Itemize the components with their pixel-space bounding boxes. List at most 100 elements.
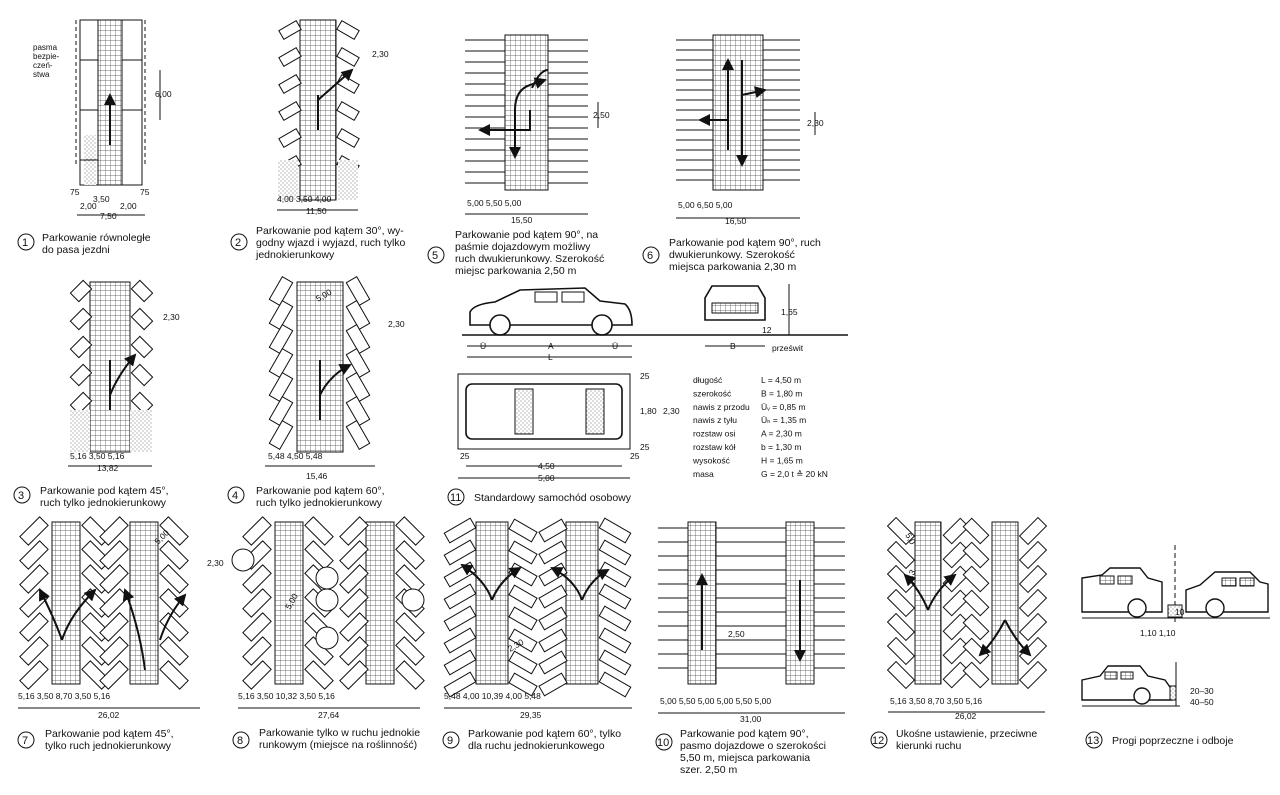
parking-stall [242, 564, 272, 594]
p7-caption: Parkowanie pod kątem 45°,tylko ruch jedn… [45, 728, 174, 752]
parking-stall [962, 565, 990, 593]
spec-label: rozstaw kół [693, 442, 736, 452]
p13-number: 13 [1087, 735, 1099, 747]
spec-label: rozstaw osi [693, 429, 736, 439]
p3-caption: Parkowanie pod kątem 45°,ruch tylko jedn… [40, 485, 169, 509]
parking-stall [886, 636, 916, 666]
parking-stall [242, 612, 272, 642]
p5-dim-width: 2,50 [593, 110, 610, 120]
parking-stall [395, 516, 425, 546]
parking-stall [336, 46, 360, 68]
parking-stall [538, 584, 568, 609]
p12-dim-total: 26,02 [955, 711, 977, 721]
panel-6: 2,30 5,00 6,50 5,00 16,50 6 Parkowanie p… [642, 34, 824, 273]
p3-dim-total: 13,82 [97, 463, 119, 473]
parking-stall [19, 660, 49, 690]
parking-stall [508, 650, 538, 675]
parking-stall [268, 276, 294, 306]
parking-stall [508, 584, 538, 609]
p9-dim-row: 5,48 4,00 10,39 4,00 5,48 [444, 691, 541, 701]
parking-stall [598, 671, 632, 698]
parking-stall [395, 540, 425, 570]
parking-stall [69, 307, 93, 331]
spec-value: Üᵥ = 0,85 m [761, 402, 806, 412]
parking-stall [278, 127, 302, 149]
p12-drive-lane-left [914, 521, 942, 685]
parking-stall [508, 562, 538, 587]
parking-stall [130, 307, 154, 331]
p13-dim-row: 1,10 1,10 [1140, 628, 1176, 638]
p1-dim-lane: 3,50 [93, 194, 110, 204]
parking-stall [304, 540, 334, 570]
parking-stall [443, 649, 477, 676]
p11-dim-height: 1,65 [781, 307, 798, 317]
p11-number: 11 [450, 492, 461, 504]
panel-8: 2,30 5,00 5,16 3,50 10,32 3,50 5,16 27,6… [207, 516, 425, 751]
p10-dim-width: 2,50 [728, 629, 745, 639]
spec-label: szerokość [693, 388, 732, 398]
parking-stall [443, 627, 477, 654]
spec-value: b = 1,30 m [761, 442, 801, 452]
panel-10: 2,50 5,00 5,50 5,00 5,00 5,50 5,00 31,00… [655, 521, 845, 776]
p4-dim-total: 15,46 [306, 471, 328, 481]
p11-dim-a: A [548, 341, 554, 351]
p7-dim-total: 26,02 [98, 710, 120, 720]
parking-stall [538, 628, 568, 653]
parking-stall [159, 636, 189, 666]
p11-dim-230: 2,30 [663, 406, 680, 416]
parking-stall [962, 589, 990, 617]
panel-4: 5,00 2,30 5,48 4,50 5,48 15,46 4 Parkowa… [227, 276, 405, 509]
parking-stall [268, 348, 294, 378]
p8-dim-total: 27,64 [318, 710, 340, 720]
parking-stall [443, 539, 477, 566]
parking-stall [336, 127, 360, 149]
panel-2: 2,30 4,00 3,50 4,00 11,50 2 Parkowanie p… [230, 19, 406, 261]
p8-dim-width: 2,30 [207, 558, 224, 568]
parking-stall [598, 561, 632, 588]
p11-dim-len-edge-r: 25 [630, 451, 640, 461]
p1-dim-total: 7,50 [100, 211, 117, 221]
parking-stall [538, 518, 568, 543]
parking-stall [242, 588, 272, 618]
parking-stall [159, 588, 189, 618]
p11-dim-len-edge-l: 25 [460, 451, 470, 461]
parking-stall [345, 420, 371, 450]
parking-stall [962, 613, 990, 641]
parking-stall [508, 518, 538, 543]
p11-caption: Standardowy samochód osobowy [474, 492, 632, 504]
parking-stall [242, 516, 272, 546]
p11-dim-edge-b: 25 [640, 442, 650, 452]
parking-stall [395, 612, 425, 642]
parking-stall [345, 396, 371, 426]
parking-stall [159, 660, 189, 690]
p2-dim-width: 2,30 [372, 49, 389, 59]
parking-stall [19, 612, 49, 642]
p1-dim-edge-r: 75 [140, 187, 150, 197]
parking-stall [242, 636, 272, 666]
parking-stall [443, 605, 477, 632]
parking-stall [538, 672, 568, 697]
p3-dim-row: 5,16 3,50 5,16 [70, 451, 125, 461]
parking-stall [339, 588, 369, 618]
parking-stall [304, 516, 334, 546]
p13-car-bumper [1081, 665, 1173, 701]
p12-dim-row: 5,16 3,50 8,70 3,50 5,16 [890, 696, 982, 706]
spec-value: G = 2,0 t ≙ 20 kN [761, 469, 828, 479]
parking-stall [159, 540, 189, 570]
p3-dim-width: 2,30 [163, 312, 180, 322]
parking-stall [278, 46, 302, 68]
parking-stall [942, 565, 970, 593]
parking-stall [268, 396, 294, 426]
p2-dim-total: 11,50 [306, 206, 327, 216]
parking-stall [99, 540, 129, 570]
p1-dim-len: 6,00 [155, 89, 172, 99]
p13-dim-gap: 10 [1175, 607, 1185, 617]
parking-stall [942, 637, 970, 665]
parking-stall [69, 363, 93, 387]
parking-stall [339, 540, 369, 570]
panel-9: 2,30 5,48 4,00 10,39 4,00 5,48 29,35 9 P… [442, 517, 632, 752]
p7-stalls [19, 516, 189, 690]
p11-dim-b: B [730, 341, 736, 351]
